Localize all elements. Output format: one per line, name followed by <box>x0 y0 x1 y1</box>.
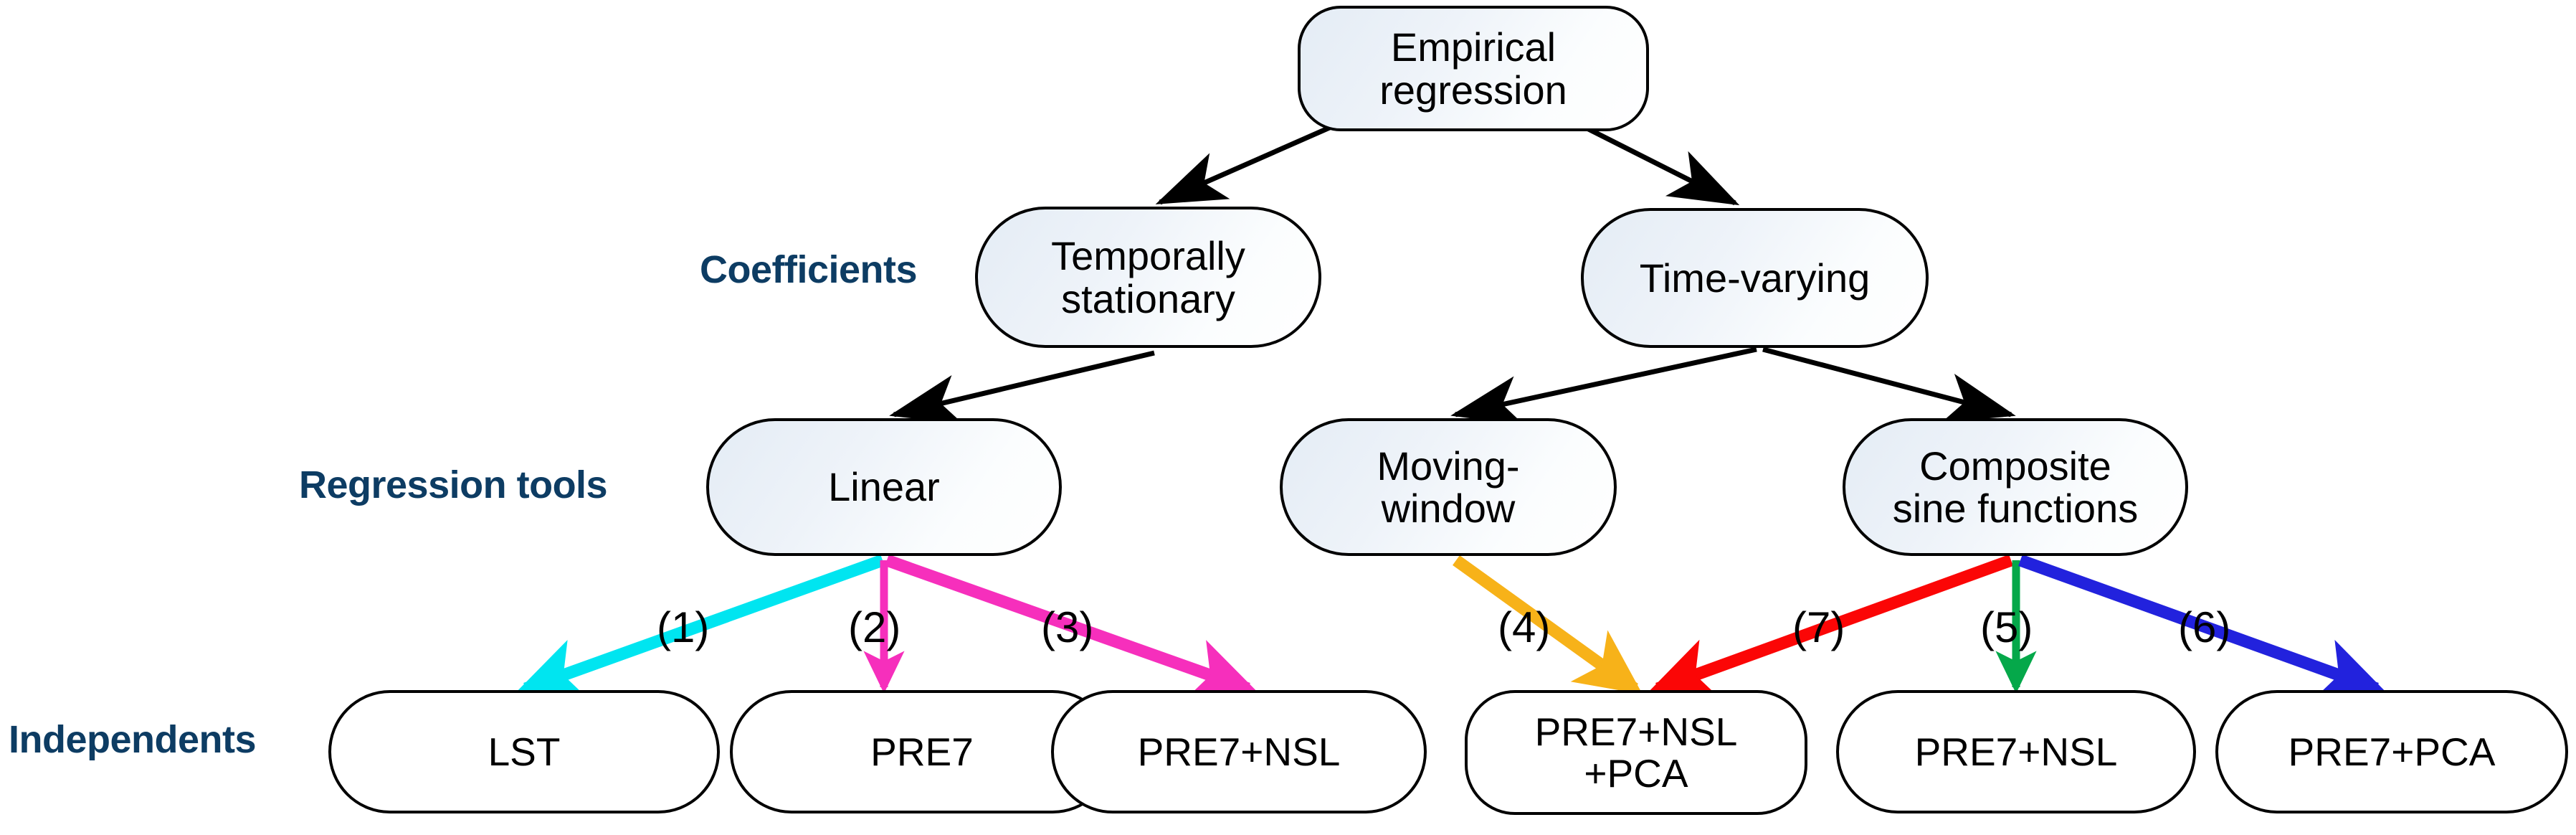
edge-label-1: (1) <box>657 603 710 651</box>
node-temporally-stationary[interactable]: Temporally stationary <box>975 207 1321 348</box>
node-lst[interactable]: LST <box>328 690 720 813</box>
node-pre7[interactable]: PRE7 <box>730 690 1114 813</box>
edge-time-varying-to-moving-window <box>1450 346 1757 425</box>
node-pre7-nsl-2[interactable]: PRE7+NSL <box>1836 690 2196 813</box>
edge-label-3: (3) <box>1041 603 1094 651</box>
edge-time-varying-to-composite-sine-functions <box>1762 346 2016 423</box>
node-pre7-nsl-pca[interactable]: PRE7+NSL +PCA <box>1465 690 1807 815</box>
edge-label-4: (4) <box>1498 603 1551 651</box>
edge-label-5: (5) <box>1980 603 2033 651</box>
edge-label-6: (6) <box>2178 603 2231 651</box>
node-pre7-pca[interactable]: PRE7+PCA <box>2215 690 2568 813</box>
node-pre7-nsl[interactable]: PRE7+NSL <box>1051 690 1427 813</box>
row-label-regression-tools: Regression tools <box>299 463 608 506</box>
node-time-varying[interactable]: Time-varying <box>1581 208 1929 348</box>
edge-label-7: (7) <box>1792 603 1845 651</box>
node-moving-window[interactable]: Moving- window <box>1280 418 1617 556</box>
node-empirical-regression[interactable]: Empirical regression <box>1298 6 1649 131</box>
row-label-coefficients: Coefficients <box>700 248 918 291</box>
row-label-independents: Independents <box>9 718 257 761</box>
node-composite-sine-functions[interactable]: Composite sine functions <box>1843 418 2188 556</box>
edge-temporally-stationary-to-linear <box>889 350 1155 425</box>
node-linear[interactable]: Linear <box>706 418 1062 556</box>
edge-label-2: (2) <box>848 603 901 651</box>
